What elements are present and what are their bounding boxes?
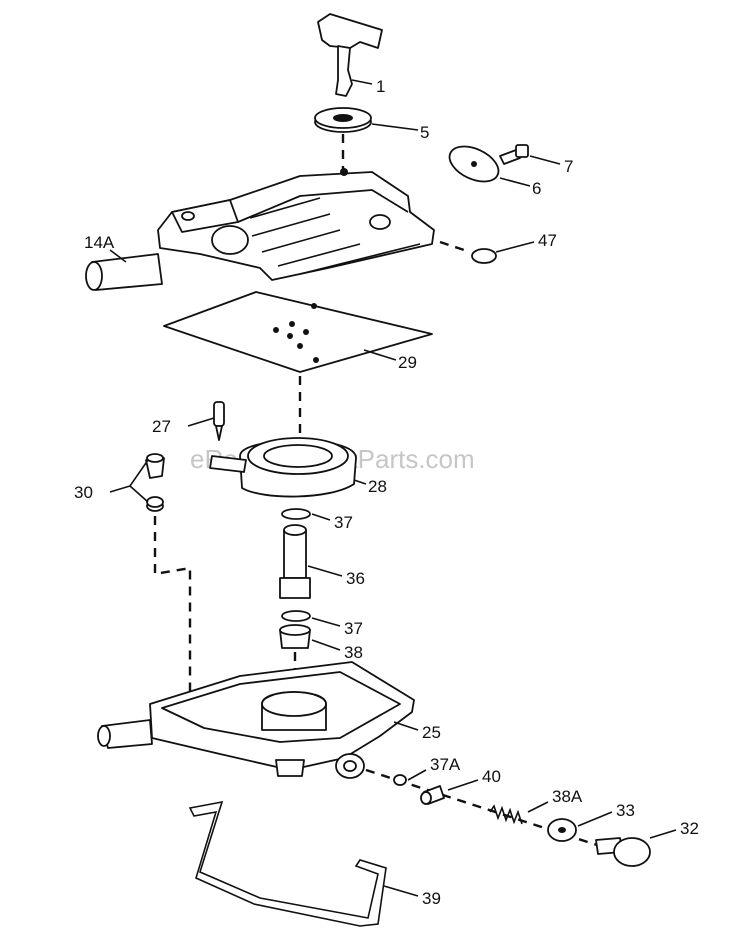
label-7: 7 <box>564 157 573 176</box>
label-40: 40 <box>482 767 501 786</box>
label-38a: 38A <box>552 787 583 806</box>
part-7-screw <box>499 144 529 165</box>
part-37-oring-upper <box>281 508 311 520</box>
part-5-washer <box>314 107 372 133</box>
part-6-disc <box>448 145 500 183</box>
part-38a-spring <box>489 804 523 825</box>
part-39-bail <box>188 800 387 927</box>
part-32-cap <box>595 837 651 867</box>
label-6: 6 <box>532 179 541 198</box>
label-14a: 14A <box>84 233 115 252</box>
label-37-lower: 37 <box>344 619 363 638</box>
label-5: 5 <box>420 123 429 142</box>
label-36: 36 <box>346 569 365 588</box>
part-1-clip <box>317 13 383 97</box>
part-28-float <box>209 437 357 498</box>
part-40-jet <box>420 785 445 805</box>
assembly-line <box>439 240 471 254</box>
label-38: 38 <box>344 643 363 662</box>
part-37a-oring <box>393 774 407 786</box>
label-32: 32 <box>680 819 699 838</box>
leader-lines <box>109 79 677 897</box>
part-27-needle <box>213 401 225 441</box>
part-carburetor-body <box>157 168 435 281</box>
label-28: 28 <box>368 477 387 496</box>
label-30: 30 <box>74 483 93 502</box>
part-37-oring-lower <box>281 610 311 622</box>
label-25: 25 <box>422 723 441 742</box>
part-30-valve <box>145 453 165 512</box>
part-47-plug <box>471 248 497 264</box>
label-33: 33 <box>616 801 635 820</box>
part-29-gasket <box>163 291 433 373</box>
part-25-bowl <box>97 661 415 779</box>
label-39: 39 <box>422 889 441 908</box>
label-37-upper: 37 <box>334 513 353 532</box>
label-47: 47 <box>538 231 557 250</box>
label-37a: 37A <box>430 755 461 774</box>
part-38-seat <box>279 624 311 649</box>
assembly-line <box>153 516 192 710</box>
label-1: 1 <box>376 77 385 96</box>
label-27: 27 <box>152 417 171 436</box>
part-36-tube <box>279 524 311 599</box>
part-14a-filter <box>85 253 163 291</box>
label-29: 29 <box>398 353 417 372</box>
part-33-washer <box>547 818 577 842</box>
